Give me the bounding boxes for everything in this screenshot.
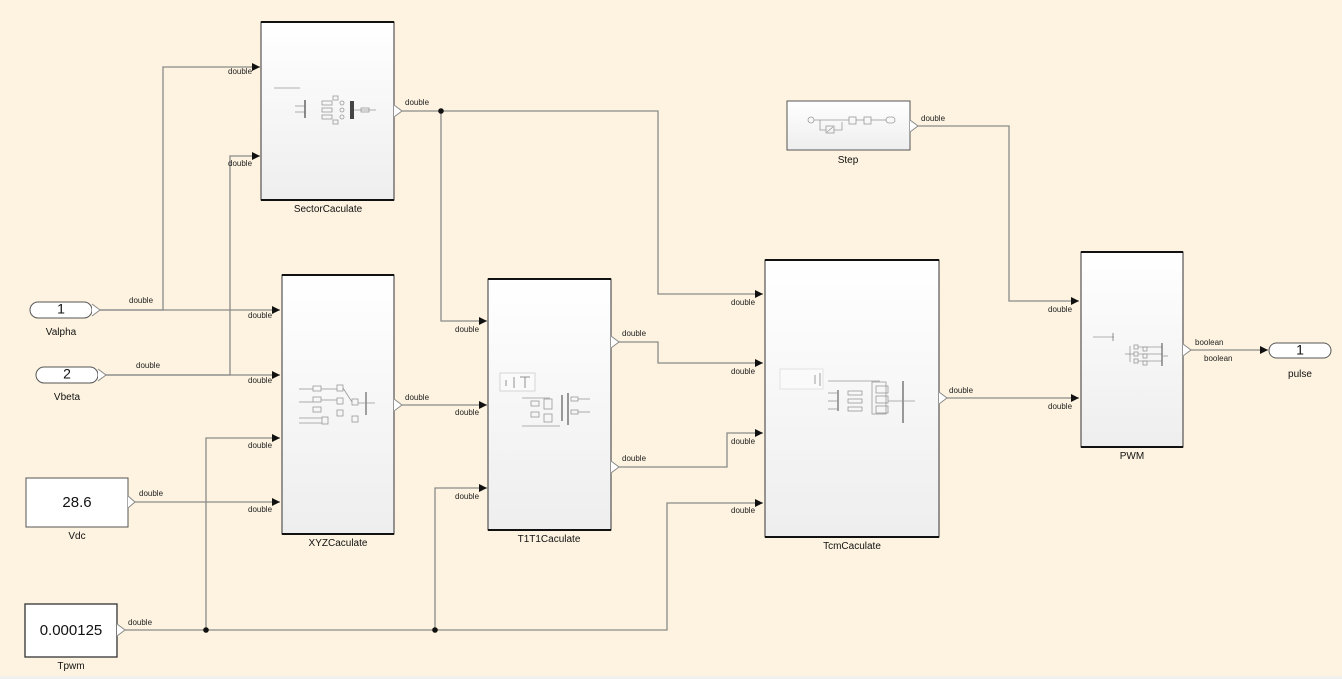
subsystem-preview-icon: [779, 368, 915, 423]
signal-label: double: [248, 311, 273, 320]
inport-valpha[interactable]: 1 Valpha: [29, 301, 101, 338]
signal-label: double: [129, 296, 154, 305]
subsystem-name: XYZCaculate: [309, 538, 368, 549]
outport-name: pulse: [1288, 369, 1312, 380]
signal-label: double: [139, 489, 164, 498]
wire-step-pwm[interactable]: [918, 125, 1079, 305]
inport-vbeta[interactable]: 2 Vbeta: [35, 366, 107, 403]
subsystem-name: PWM: [1120, 451, 1144, 462]
signal-label: double: [731, 367, 756, 376]
signal-label: boolean: [1195, 338, 1223, 347]
constant-value: 28.6: [62, 494, 91, 511]
inport-number: 2: [63, 366, 71, 382]
wire-t1t1-tcm-1[interactable]: [618, 341, 763, 367]
constant-vdc[interactable]: 28.6 Vdc: [25, 477, 136, 542]
outport-number: 1: [1296, 342, 1304, 358]
subsystem-name: Step: [838, 155, 859, 166]
constant-name: Tpwm: [57, 661, 84, 672]
signal-label: double: [622, 329, 647, 338]
subsystem-pwm[interactable]: PWM: [1080, 251, 1192, 462]
signal-label: double: [128, 618, 153, 627]
constant-tpwm[interactable]: 0.000125 Tpwm: [24, 603, 126, 672]
signal-label: double: [731, 506, 756, 515]
wire-tpwm-main[interactable]: [125, 499, 763, 631]
signal-label: double: [622, 454, 647, 463]
signal-label: double: [455, 492, 480, 501]
signal-label: double: [731, 437, 756, 446]
signal-label: double: [949, 386, 974, 395]
subsystem-preview-icon: [1093, 333, 1168, 366]
wire-valpha-sector[interactable]: [100, 63, 260, 311]
signal-labels: double double double double double doubl…: [128, 67, 1232, 627]
subsystem-sectorcaculate[interactable]: SectorCaculate: [260, 21, 403, 215]
branch-point: [432, 627, 438, 633]
wire-tpwm-xyz[interactable]: [205, 434, 280, 630]
subsystem-xyzcaculate[interactable]: XYZCaculate: [281, 274, 403, 549]
subsystem-preview-icon: [499, 372, 590, 427]
signal-label: boolean: [1204, 354, 1232, 363]
signal-label: double: [248, 441, 273, 450]
signal-label: double: [1048, 402, 1073, 411]
subsystem-tcmcaculate[interactable]: TcmCaculate: [764, 259, 948, 552]
subsystem-name: T1T1Caculate: [518, 534, 581, 545]
signal-label: double: [405, 393, 430, 402]
outport-pulse[interactable]: 1 pulse: [1268, 342, 1332, 380]
canvas-bottom-edge: [0, 676, 1342, 679]
signal-label: double: [228, 159, 253, 168]
inport-number: 1: [57, 301, 65, 317]
signal-label: double: [248, 505, 273, 514]
wire-sector-t1t1[interactable]: [440, 111, 487, 325]
subsystem-preview-icon: [299, 384, 375, 425]
signal-label: double: [136, 361, 161, 370]
inport-name: Valpha: [46, 327, 77, 338]
signal-label: double: [455, 325, 480, 334]
constant-name: Vdc: [68, 531, 85, 542]
subsystem-t1t1caculate[interactable]: T1T1Caculate: [487, 278, 620, 545]
branch-point: [203, 627, 209, 633]
subsystem-name: SectorCaculate: [294, 204, 363, 215]
signal-label: double: [228, 67, 253, 76]
subsystem-name: TcmCaculate: [823, 541, 881, 552]
branch-point: [438, 108, 444, 114]
signal-label: double: [1048, 305, 1073, 314]
wire-sector-tcm[interactable]: [402, 110, 763, 298]
subsystem-preview-icon: [274, 87, 376, 125]
signal-label: double: [248, 376, 273, 385]
wire-t1t1-tcm-2[interactable]: [618, 429, 763, 468]
signal-label: double: [455, 408, 480, 417]
signal-label: double: [921, 114, 946, 123]
inport-name: Vbeta: [54, 392, 81, 403]
subsystem-step[interactable]: Step: [786, 100, 919, 166]
wire-tpwm-t1t1[interactable]: [434, 484, 487, 630]
wire-vbeta-sector[interactable]: [105, 152, 260, 376]
subsystem-preview-icon: [807, 116, 896, 134]
signal-label: double: [731, 298, 756, 307]
signal-lines: [100, 63, 1268, 633]
signal-label: double: [405, 98, 430, 107]
constant-value: 0.000125: [40, 622, 103, 639]
